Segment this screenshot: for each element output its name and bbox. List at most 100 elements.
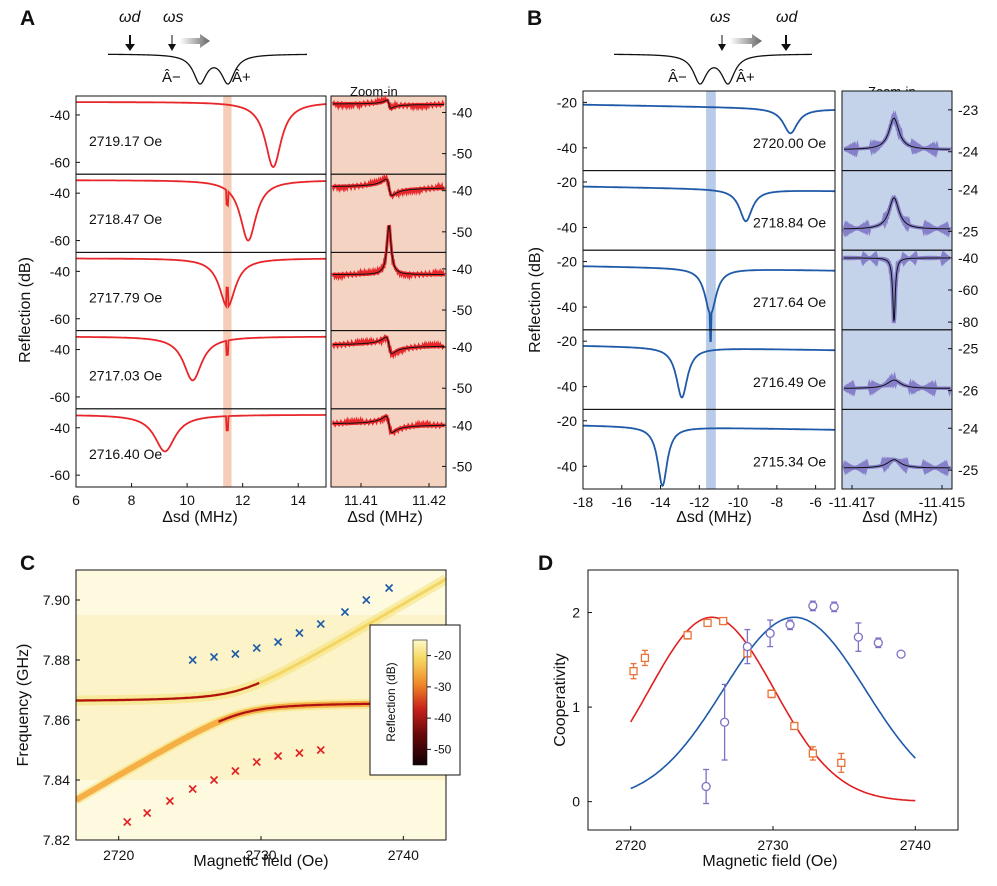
omega-s-arrowhead-a	[168, 44, 176, 51]
zoom-frame-b-5	[841, 408, 953, 490]
xtick-label-b: -8	[771, 494, 784, 510]
xtick-label-a: 10	[179, 492, 195, 508]
xlabel-b-zoom: Δsd (MHz)	[862, 509, 938, 526]
series-line-a-4	[76, 335, 326, 382]
omega-s-arrowhead-b	[718, 44, 726, 51]
ytick-label-a: -60	[50, 467, 70, 483]
ytick-label-b: -20	[557, 254, 577, 270]
panel-letter-a: A	[20, 7, 35, 30]
omega-d-arrowhead-a	[125, 44, 135, 51]
ytick-label-a: -40	[50, 263, 70, 279]
panel-a: ωd ωs Â− Â+ Zoom-in 2719.17 Oe-40-602718…	[17, 9, 472, 526]
marker-blue	[209, 652, 219, 662]
zoom-ytick-label-a: -40	[452, 183, 472, 199]
point-purple-circle	[719, 717, 730, 727]
marker-blue	[188, 655, 197, 665]
xtick-label-a: 14	[290, 492, 306, 508]
sweep-arrow-b	[730, 34, 762, 48]
xtick-label-d: 2730	[757, 837, 788, 853]
ytick-label-a: -40	[50, 342, 70, 358]
xtick-label-b: -10	[728, 494, 748, 510]
omega-d-arrowhead-b	[781, 44, 791, 51]
zoom-ytick-label-a: -50	[452, 224, 472, 240]
field-label-b-4: 2716.49 Oe	[753, 374, 826, 390]
marker-red	[295, 748, 304, 758]
colorbar-ticks: -20-30-40-50	[427, 649, 452, 756]
colorbar-tick-label: -20	[434, 649, 452, 663]
point-purple-circle	[896, 649, 906, 659]
field-label-a-1: 2719.17 Oe	[89, 133, 162, 149]
point-purple-circle	[742, 641, 753, 652]
xlabel-a-main: Δsd (MHz)	[162, 509, 238, 526]
zoom-fit-b-1	[844, 117, 950, 150]
zoom-fit-a-3	[333, 225, 444, 275]
marker-red	[316, 745, 325, 755]
series-line-a-5	[76, 414, 326, 453]
fit-curve-blue	[630, 616, 916, 790]
xtick-label-b: -14	[650, 494, 670, 510]
xtick-label-b: -6	[809, 494, 822, 510]
marker-blue	[385, 583, 394, 593]
subplot-frame-a-5	[75, 408, 327, 488]
zoom-ytick-label-b: -25	[958, 223, 978, 239]
xlabel-a-zoom: Δsd (MHz)	[347, 509, 423, 526]
series-line-a-3	[76, 257, 326, 310]
zoom-fit-b-4	[844, 379, 950, 389]
point-purple-circle	[853, 632, 864, 642]
zoom-ytick-label-a: -50	[452, 458, 472, 474]
marker-blue	[295, 628, 304, 638]
zoom-frame-a-5	[330, 408, 447, 488]
xtick-label-a: 6	[72, 492, 80, 508]
zoom-ytick-label-b: -25	[958, 462, 978, 478]
point-orange-square	[790, 721, 799, 731]
xtick-label-d: 2740	[900, 837, 931, 853]
colorbar-tick-label: -50	[434, 742, 452, 756]
marker-red	[165, 796, 174, 806]
xtick-label-b: -16	[612, 494, 632, 510]
xtick-label-c: 2730	[245, 847, 276, 863]
zoom-ytick-label-b: -60	[958, 282, 978, 298]
xtick-label-d: 2720	[615, 837, 646, 853]
ytick-label-a: -40	[50, 185, 70, 201]
point-orange-square	[629, 667, 638, 676]
omega-s-label-a: ωs	[163, 9, 183, 26]
xlabel-b-main: Δsd (MHz)	[676, 509, 752, 526]
xlabel-d: Magnetic field (Oe)	[702, 853, 837, 870]
ytick-label-a: -60	[50, 154, 70, 170]
panel-b-main-plots: 2720.00 Oe -20 -40 2718.84 Oe -20 -40 2717.64 …	[557, 90, 836, 510]
zoom-fit-a-2	[333, 178, 444, 197]
zoom-fit-a-5	[333, 415, 444, 434]
a-plus-label-b: Â+	[736, 69, 755, 86]
cooperativity-plot	[629, 600, 916, 805]
ytick-label-b: -20	[557, 94, 577, 110]
panel-letter-d: D	[538, 552, 553, 575]
ytick-label-d: 2	[572, 605, 580, 621]
a-minus-label-a: Â−	[162, 69, 181, 86]
field-label-b-3: 2717.64 Oe	[753, 294, 826, 310]
ytick-label-b: -40	[557, 219, 577, 235]
point-purple-circle	[701, 781, 711, 792]
marker-red	[123, 817, 132, 827]
marker-blue	[274, 637, 283, 647]
panel-b-zoom-plots: -23-24-24-25-40-60-80-25-26-24-25-11.417…	[829, 90, 978, 510]
zoom-title-a: Zoom-in	[350, 84, 398, 99]
panel-letter-b: B	[527, 7, 542, 30]
ytick-label-b: -40	[557, 140, 577, 156]
zoom-xtick-label-b: -11.415	[919, 494, 966, 510]
marker-red	[209, 775, 219, 785]
field-label-b-2: 2718.84 Oe	[753, 215, 826, 231]
field-label-b-1: 2720.00 Oe	[753, 135, 826, 151]
zoom-ytick-label-b: -80	[958, 314, 978, 330]
panel-letter-c: C	[20, 552, 35, 575]
point-purple-circle	[765, 628, 775, 638]
subplot-frame-b-5	[582, 408, 836, 490]
zoom-ytick-label-b: -24	[958, 420, 978, 436]
panel-b: ωs ωd Â− Â+ Zoom-in 2720.00 Oe-20-402718…	[527, 9, 978, 526]
schematic-a-curve	[107, 53, 308, 85]
series-line-a-1	[76, 101, 326, 168]
zoom-fit-b-3	[844, 257, 951, 322]
